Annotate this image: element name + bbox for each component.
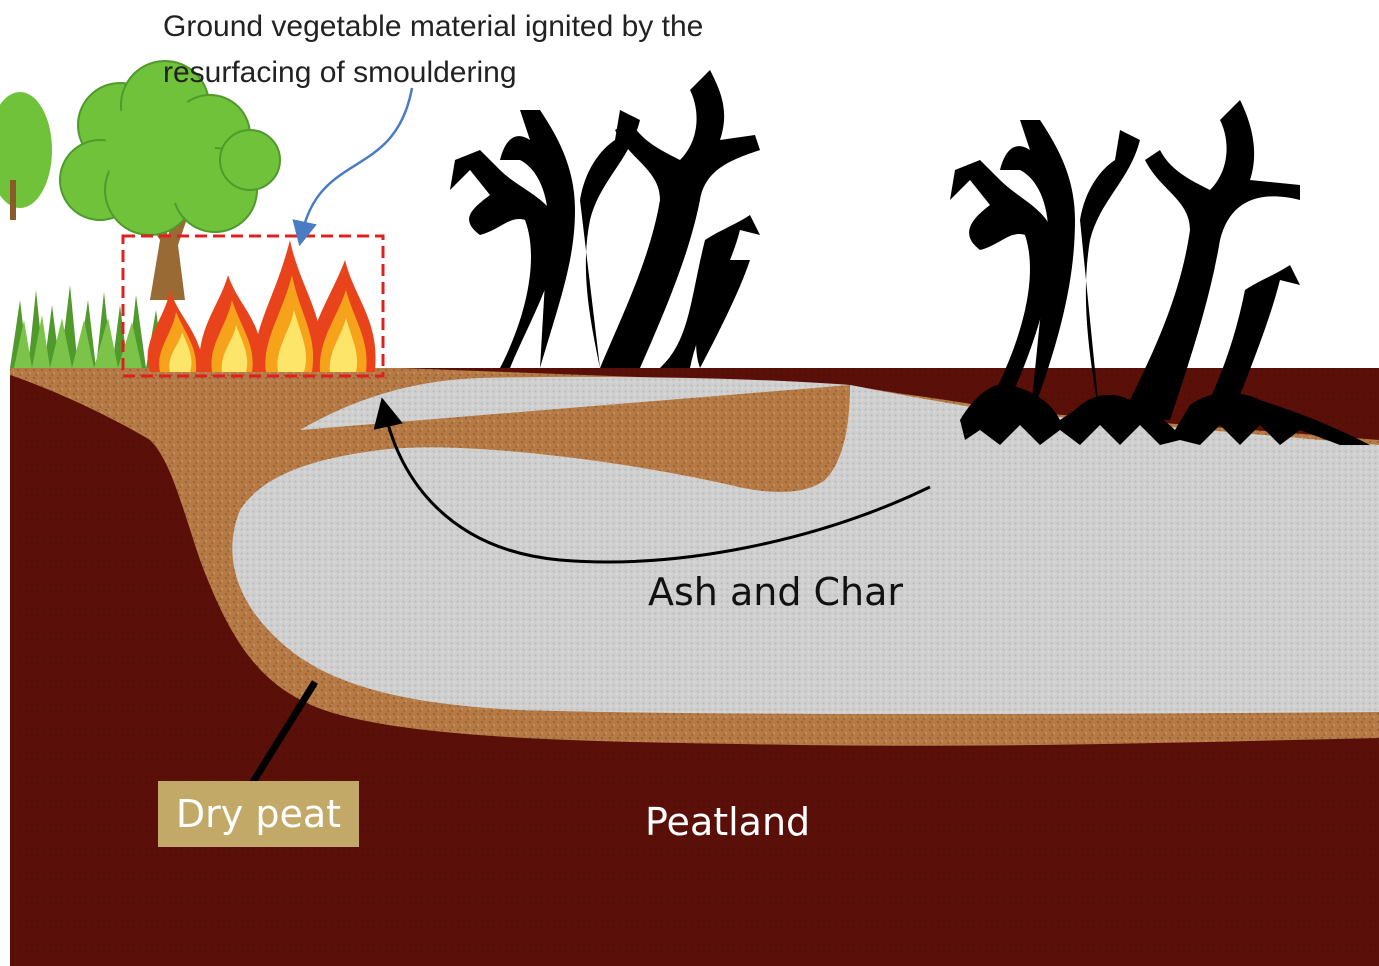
ash-and-char-label: Ash and Char (648, 570, 903, 614)
peatland-label: Peatland (645, 800, 810, 844)
tree-left-partial (0, 92, 52, 220)
dry-peat-label: Dry peat (158, 781, 359, 847)
caption-line-1: Ground vegetable material ignited by the (163, 4, 863, 50)
green-tree (60, 61, 280, 300)
caption-line-2: resurfacing of smouldering (163, 50, 863, 96)
grass (10, 285, 164, 368)
callout-arrow (302, 88, 412, 234)
caption: Ground vegetable material ignited by the… (163, 4, 863, 96)
dead-trees-left (450, 70, 760, 368)
fire (148, 240, 376, 372)
